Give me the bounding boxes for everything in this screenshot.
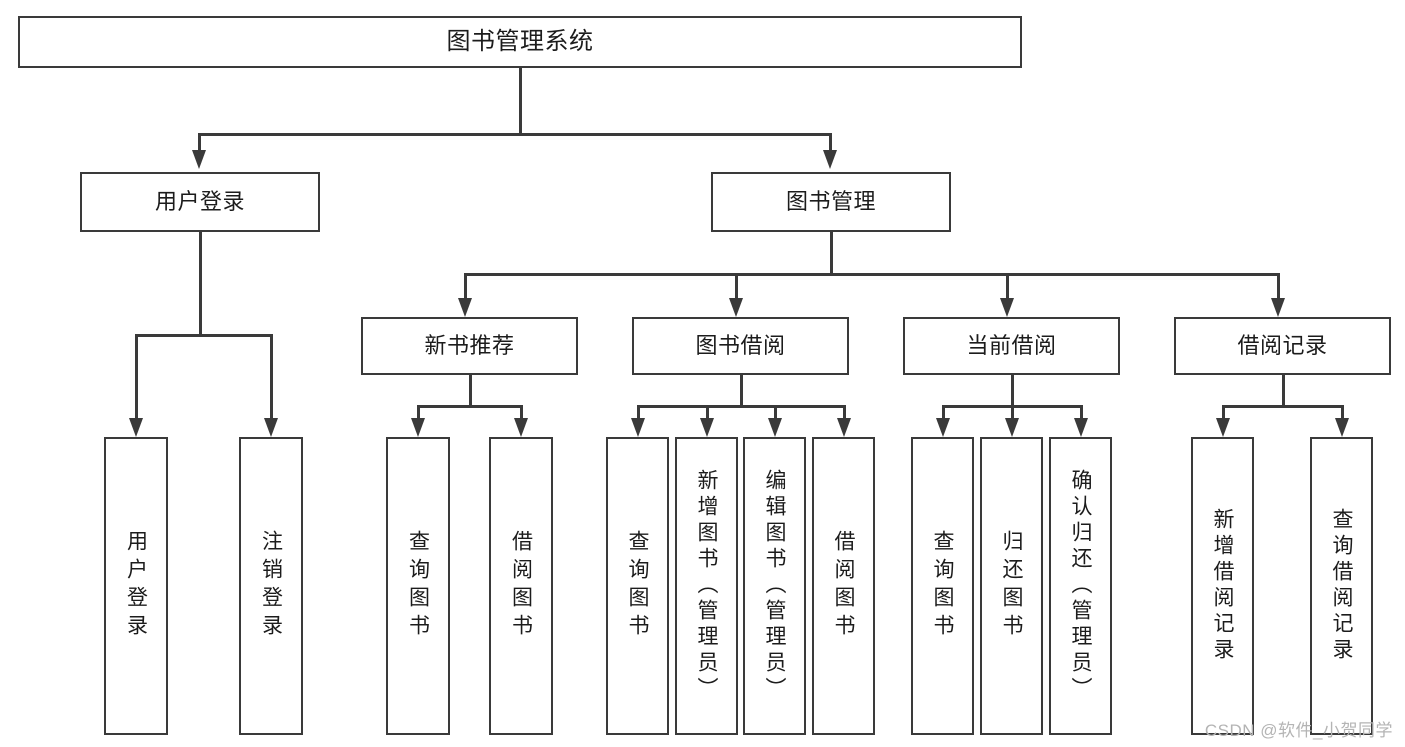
connector-book-manage-bus xyxy=(464,273,1279,276)
node-label: 查询图书 xyxy=(626,530,649,642)
arrowhead-new-book-leaf-1 xyxy=(411,418,425,437)
connector-new-book-drop-1 xyxy=(417,405,420,419)
arrowhead-book-borrow-leaf-2 xyxy=(700,418,714,437)
node-label: 用户登录 xyxy=(154,188,245,214)
arrowhead-book-borrow-leaf-4 xyxy=(837,418,851,437)
connector-l3-drop-2 xyxy=(735,273,738,299)
connector-user-login-stem xyxy=(199,232,202,335)
leaf-book-borrow-edit[interactable]: 编辑图书（管理员） xyxy=(743,437,806,735)
connector-root-drop-right xyxy=(829,133,832,151)
arrowhead-book-borrow xyxy=(729,298,743,317)
connector-book-borrow-stem xyxy=(740,375,743,406)
arrowhead-to-book-manage xyxy=(823,150,837,169)
arrowhead-book-borrow-leaf-3 xyxy=(768,418,782,437)
arrowhead-new-book xyxy=(458,298,472,317)
connector-l3-drop-1 xyxy=(464,273,467,299)
leaf-borrow-record-query[interactable]: 查询借阅记录 xyxy=(1310,437,1373,735)
node-label: 确认归还（管理员） xyxy=(1069,469,1092,703)
arrowhead-current-borrow-leaf-1 xyxy=(936,418,950,437)
connector-book-borrow-drop-4 xyxy=(843,405,846,419)
arrowhead-to-user-login xyxy=(192,150,206,169)
node-label: 图书借阅 xyxy=(695,332,786,358)
node-label: 当前借阅 xyxy=(966,332,1057,358)
connector-current-borrow-drop-1 xyxy=(942,405,945,419)
arrowhead-user-login-leaf-1 xyxy=(129,418,143,437)
connector-book-borrow-drop-1 xyxy=(637,405,640,419)
node-label: 图书管理 xyxy=(785,188,876,214)
leaf-user-login-logout[interactable]: 注销登录 xyxy=(239,437,303,735)
connector-l3-drop-3 xyxy=(1006,273,1009,299)
leaf-book-borrow-query[interactable]: 查询图书 xyxy=(606,437,669,735)
node-root-system[interactable]: 图书管理系统 xyxy=(18,16,1022,68)
arrowhead-borrow-record xyxy=(1271,298,1285,317)
node-book-borrow[interactable]: 图书借阅 xyxy=(632,317,849,375)
connector-root-bus xyxy=(198,133,830,136)
connector-borrow-record-drop-1 xyxy=(1222,405,1225,419)
connector-l3-drop-4 xyxy=(1277,273,1280,299)
node-label: 查询借阅记录 xyxy=(1330,508,1353,664)
leaf-borrow-record-add[interactable]: 新增借阅记录 xyxy=(1191,437,1254,735)
node-borrow-record[interactable]: 借阅记录 xyxy=(1174,317,1391,375)
node-label: 编辑图书（管理员） xyxy=(763,469,786,703)
connector-book-manage-stem xyxy=(830,232,833,274)
node-label: 图书管理系统 xyxy=(446,27,594,55)
node-book-manage[interactable]: 图书管理 xyxy=(711,172,951,232)
node-label: 借阅图书 xyxy=(509,530,533,642)
connector-root-drop-left xyxy=(198,133,201,151)
arrowhead-book-borrow-leaf-1 xyxy=(631,418,645,437)
arrowhead-current-borrow xyxy=(1000,298,1014,317)
connector-borrow-record-stem xyxy=(1282,375,1285,406)
arrowhead-borrow-record-leaf-2 xyxy=(1335,418,1349,437)
connector-new-book-bus xyxy=(417,405,522,408)
node-label: 注销登录 xyxy=(259,530,283,642)
leaf-new-book-query[interactable]: 查询图书 xyxy=(386,437,450,735)
connector-book-borrow-bus xyxy=(637,405,845,408)
node-label: 借阅记录 xyxy=(1237,332,1328,358)
leaf-current-borrow-confirm[interactable]: 确认归还（管理员） xyxy=(1049,437,1112,735)
node-label: 新增借阅记录 xyxy=(1211,508,1234,664)
node-user-login[interactable]: 用户登录 xyxy=(80,172,320,232)
connector-book-borrow-drop-3 xyxy=(774,405,777,419)
leaf-user-login-login[interactable]: 用户登录 xyxy=(104,437,168,735)
leaf-book-borrow-add[interactable]: 新增图书（管理员） xyxy=(675,437,738,735)
connector-borrow-record-bus xyxy=(1222,405,1343,408)
node-current-borrow[interactable]: 当前借阅 xyxy=(903,317,1120,375)
arrowhead-new-book-leaf-2 xyxy=(514,418,528,437)
connector-current-borrow-drop-3 xyxy=(1080,405,1083,419)
connector-book-borrow-drop-2 xyxy=(706,405,709,419)
connector-user-login-bus xyxy=(135,334,272,337)
node-label: 新增图书（管理员） xyxy=(695,469,718,703)
connector-root-stem xyxy=(519,68,522,134)
node-label: 用户登录 xyxy=(124,530,148,642)
connector-new-book-stem xyxy=(469,375,472,406)
node-label: 查询图书 xyxy=(406,530,430,642)
node-label: 归还图书 xyxy=(1000,530,1023,642)
connector-current-borrow-drop-2 xyxy=(1011,405,1014,419)
connector-current-borrow-stem xyxy=(1011,375,1014,406)
connector-borrow-record-drop-2 xyxy=(1341,405,1344,419)
arrowhead-borrow-record-leaf-1 xyxy=(1216,418,1230,437)
arrowhead-user-login-leaf-2 xyxy=(264,418,278,437)
leaf-book-borrow-borrow[interactable]: 借阅图书 xyxy=(812,437,875,735)
connector-user-login-drop-2 xyxy=(270,334,273,419)
leaf-current-borrow-return[interactable]: 归还图书 xyxy=(980,437,1043,735)
arrowhead-current-borrow-leaf-3 xyxy=(1074,418,1088,437)
node-new-book-recommend[interactable]: 新书推荐 xyxy=(361,317,578,375)
node-label: 查询图书 xyxy=(931,530,954,642)
connector-new-book-drop-2 xyxy=(520,405,523,419)
connector-user-login-drop-1 xyxy=(135,334,138,419)
leaf-current-borrow-query[interactable]: 查询图书 xyxy=(911,437,974,735)
leaf-new-book-borrow[interactable]: 借阅图书 xyxy=(489,437,553,735)
node-label: 借阅图书 xyxy=(832,530,855,642)
node-label: 新书推荐 xyxy=(424,332,515,358)
arrowhead-current-borrow-leaf-2 xyxy=(1005,418,1019,437)
